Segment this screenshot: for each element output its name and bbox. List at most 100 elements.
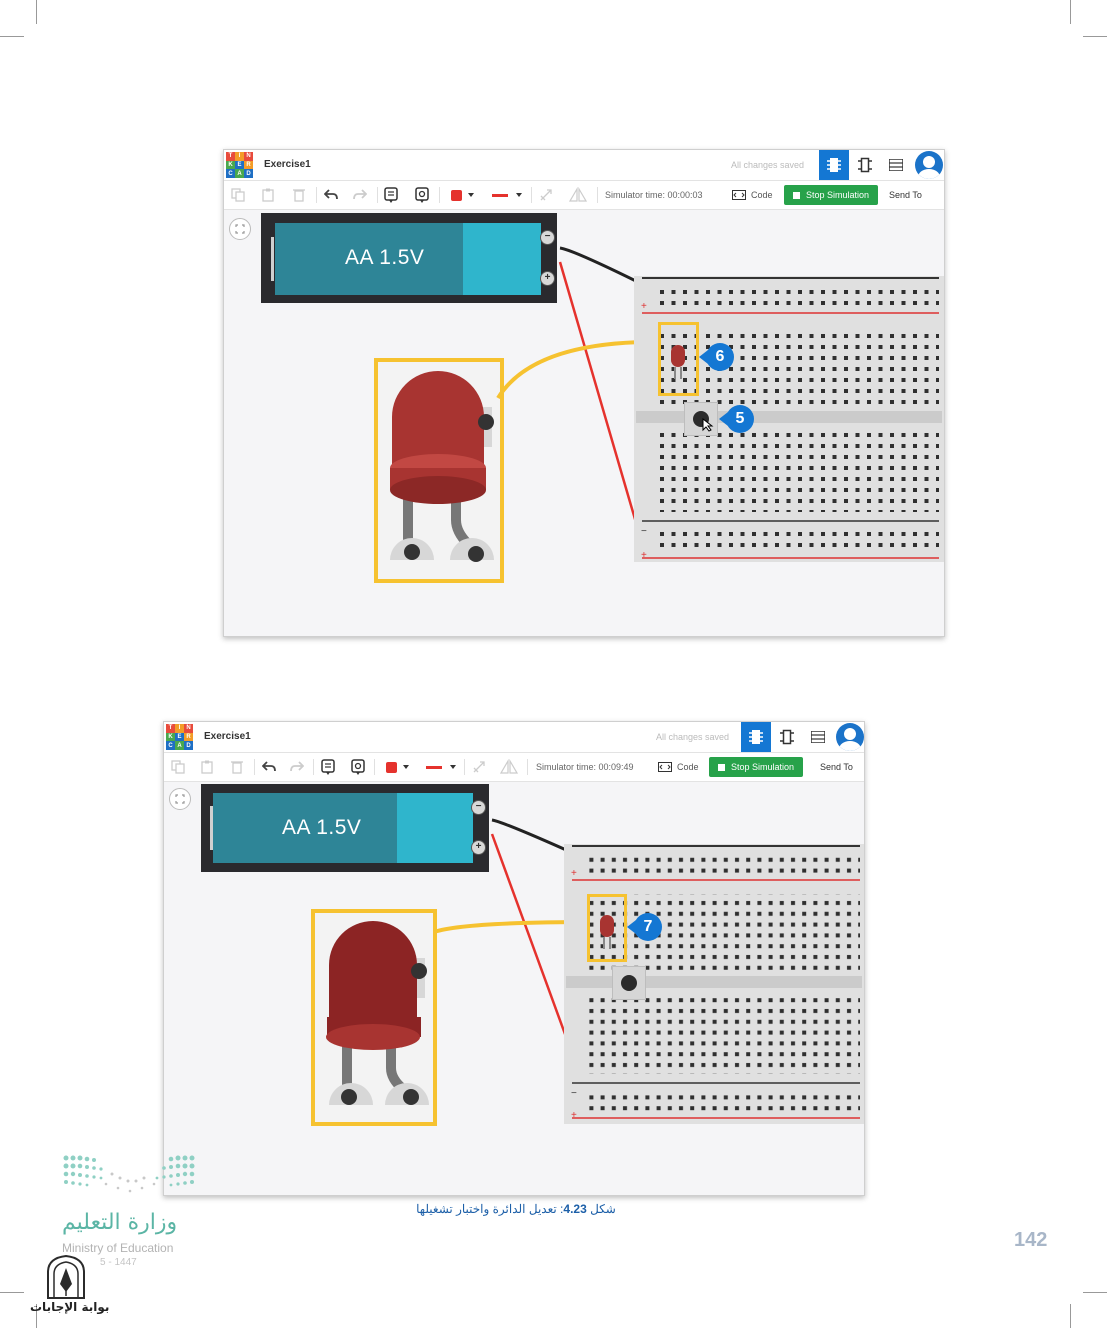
- chevron-down-icon: [450, 765, 456, 769]
- flip-button[interactable]: [568, 185, 588, 205]
- breadboard[interactable]: + − +: [564, 844, 864, 1124]
- circuit-view-button[interactable]: [741, 722, 771, 752]
- code-button[interactable]: Code: [732, 185, 773, 205]
- stop-simulation-button[interactable]: Stop Simulation: [784, 185, 878, 205]
- redo-icon: [353, 189, 367, 200]
- tinkercad-logo[interactable]: T I N K E R C A D: [226, 152, 253, 178]
- battery-negative-terminal[interactable]: −: [540, 230, 555, 245]
- fit-view-icon: [235, 224, 245, 234]
- callout-5: 5: [719, 405, 754, 433]
- svg-text:+: +: [571, 868, 577, 879]
- svg-text:+: +: [571, 1110, 577, 1121]
- send-to-button[interactable]: Send To: [820, 762, 853, 772]
- undo-button[interactable]: [260, 757, 278, 777]
- rotate-button[interactable]: [537, 185, 555, 205]
- eye-icon: [415, 187, 429, 203]
- tinkercad-screenshot-2: T I N K E R C A D Exercise1 All changes …: [163, 721, 865, 1196]
- wire-type-picker[interactable]: [487, 185, 527, 205]
- led-icon: [390, 371, 494, 562]
- project-name[interactable]: Exercise1: [204, 731, 251, 742]
- user-avatar[interactable]: [836, 723, 864, 751]
- tinkercad-screenshot-1: T I N K E R C A D Exercise1 All changes …: [223, 149, 945, 637]
- portal-emblem-icon: [47, 1254, 85, 1299]
- circuit-view-button[interactable]: [819, 150, 849, 180]
- redo-button[interactable]: [288, 757, 306, 777]
- flip-icon: [569, 187, 587, 202]
- led-icon: [326, 921, 429, 1105]
- save-status: All changes saved: [655, 732, 729, 742]
- schematic-icon: [780, 729, 794, 745]
- title-bar: T I N K E R C A D Exercise1 All changes …: [164, 722, 864, 753]
- copy-icon: [171, 760, 185, 774]
- tinkercad-logo[interactable]: T I N K E R C A D: [166, 724, 193, 750]
- battery-negative-terminal[interactable]: −: [471, 800, 486, 815]
- delete-button[interactable]: [228, 757, 246, 777]
- svg-text:−: −: [571, 1088, 577, 1099]
- paste-button[interactable]: [198, 757, 216, 777]
- copy-button[interactable]: [229, 185, 247, 205]
- delete-button[interactable]: [290, 185, 308, 205]
- flip-icon: [500, 759, 518, 774]
- send-to-button[interactable]: Send To: [889, 190, 922, 200]
- schematic-view-button[interactable]: [850, 150, 880, 180]
- visibility-button[interactable]: [413, 185, 431, 205]
- code-icon: [732, 190, 746, 200]
- eye-icon: [351, 759, 365, 775]
- code-button[interactable]: Code: [658, 757, 699, 777]
- led-closeup: [311, 909, 437, 1126]
- visibility-button[interactable]: [349, 757, 367, 777]
- chip-icon: [827, 158, 841, 172]
- wire-type-picker[interactable]: [421, 757, 461, 777]
- led-highlight: [658, 322, 699, 396]
- stop-icon: [792, 191, 800, 199]
- flip-button[interactable]: [499, 757, 519, 777]
- breadboard-holes: + − +: [636, 277, 942, 561]
- rotate-icon: [540, 189, 552, 201]
- paste-button[interactable]: [259, 185, 277, 205]
- note-icon: [384, 187, 398, 203]
- undo-button[interactable]: [322, 185, 340, 205]
- color-picker[interactable]: [446, 185, 478, 205]
- color-picker[interactable]: [381, 757, 413, 777]
- cursor-icon: [702, 418, 714, 432]
- notes-button[interactable]: [319, 757, 337, 777]
- save-status: All changes saved: [730, 160, 804, 170]
- battery-aa[interactable]: AA 1.5V − +: [261, 213, 557, 303]
- schematic-view-button[interactable]: [772, 722, 802, 752]
- component-list-button[interactable]: [803, 722, 833, 752]
- paste-icon: [262, 188, 274, 202]
- chip-icon: [749, 730, 763, 744]
- stop-simulation-button[interactable]: Stop Simulation: [709, 757, 803, 777]
- svg-text:+: +: [641, 550, 647, 561]
- copy-button[interactable]: [169, 757, 187, 777]
- project-name[interactable]: Exercise1: [264, 159, 311, 170]
- zoom-fit-button[interactable]: [229, 218, 251, 240]
- portal-name: بوابة الإجابات: [30, 1300, 110, 1314]
- zoom-fit-button[interactable]: [169, 788, 191, 810]
- battery-aa[interactable]: AA 1.5V − +: [201, 784, 489, 872]
- pushbutton[interactable]: [612, 966, 646, 1000]
- svg-text:−: −: [641, 526, 647, 537]
- battery-label: AA 1.5V: [345, 246, 425, 269]
- trash-icon: [231, 761, 243, 774]
- breadboard[interactable]: + − +: [634, 276, 944, 562]
- chevron-down-icon: [402, 765, 409, 769]
- breadboard-holes: + − +: [566, 845, 862, 1121]
- chevron-down-icon: [516, 193, 522, 197]
- notes-button[interactable]: [382, 185, 400, 205]
- battery-positive-terminal[interactable]: +: [540, 271, 555, 286]
- code-icon: [658, 762, 672, 772]
- simulator-time: Simulator time: 00:00:03: [605, 190, 703, 200]
- led-highlight: [587, 894, 627, 962]
- chevron-down-icon: [467, 193, 474, 197]
- redo-button[interactable]: [351, 185, 369, 205]
- list-icon: [889, 159, 903, 171]
- redo-icon: [290, 761, 304, 772]
- component-list-button[interactable]: [881, 150, 911, 180]
- rotate-button[interactable]: [470, 757, 488, 777]
- callout-6: 6: [699, 343, 734, 371]
- undo-icon: [324, 189, 338, 200]
- note-icon: [321, 759, 335, 775]
- battery-positive-terminal[interactable]: +: [471, 840, 486, 855]
- user-avatar[interactable]: [915, 151, 943, 179]
